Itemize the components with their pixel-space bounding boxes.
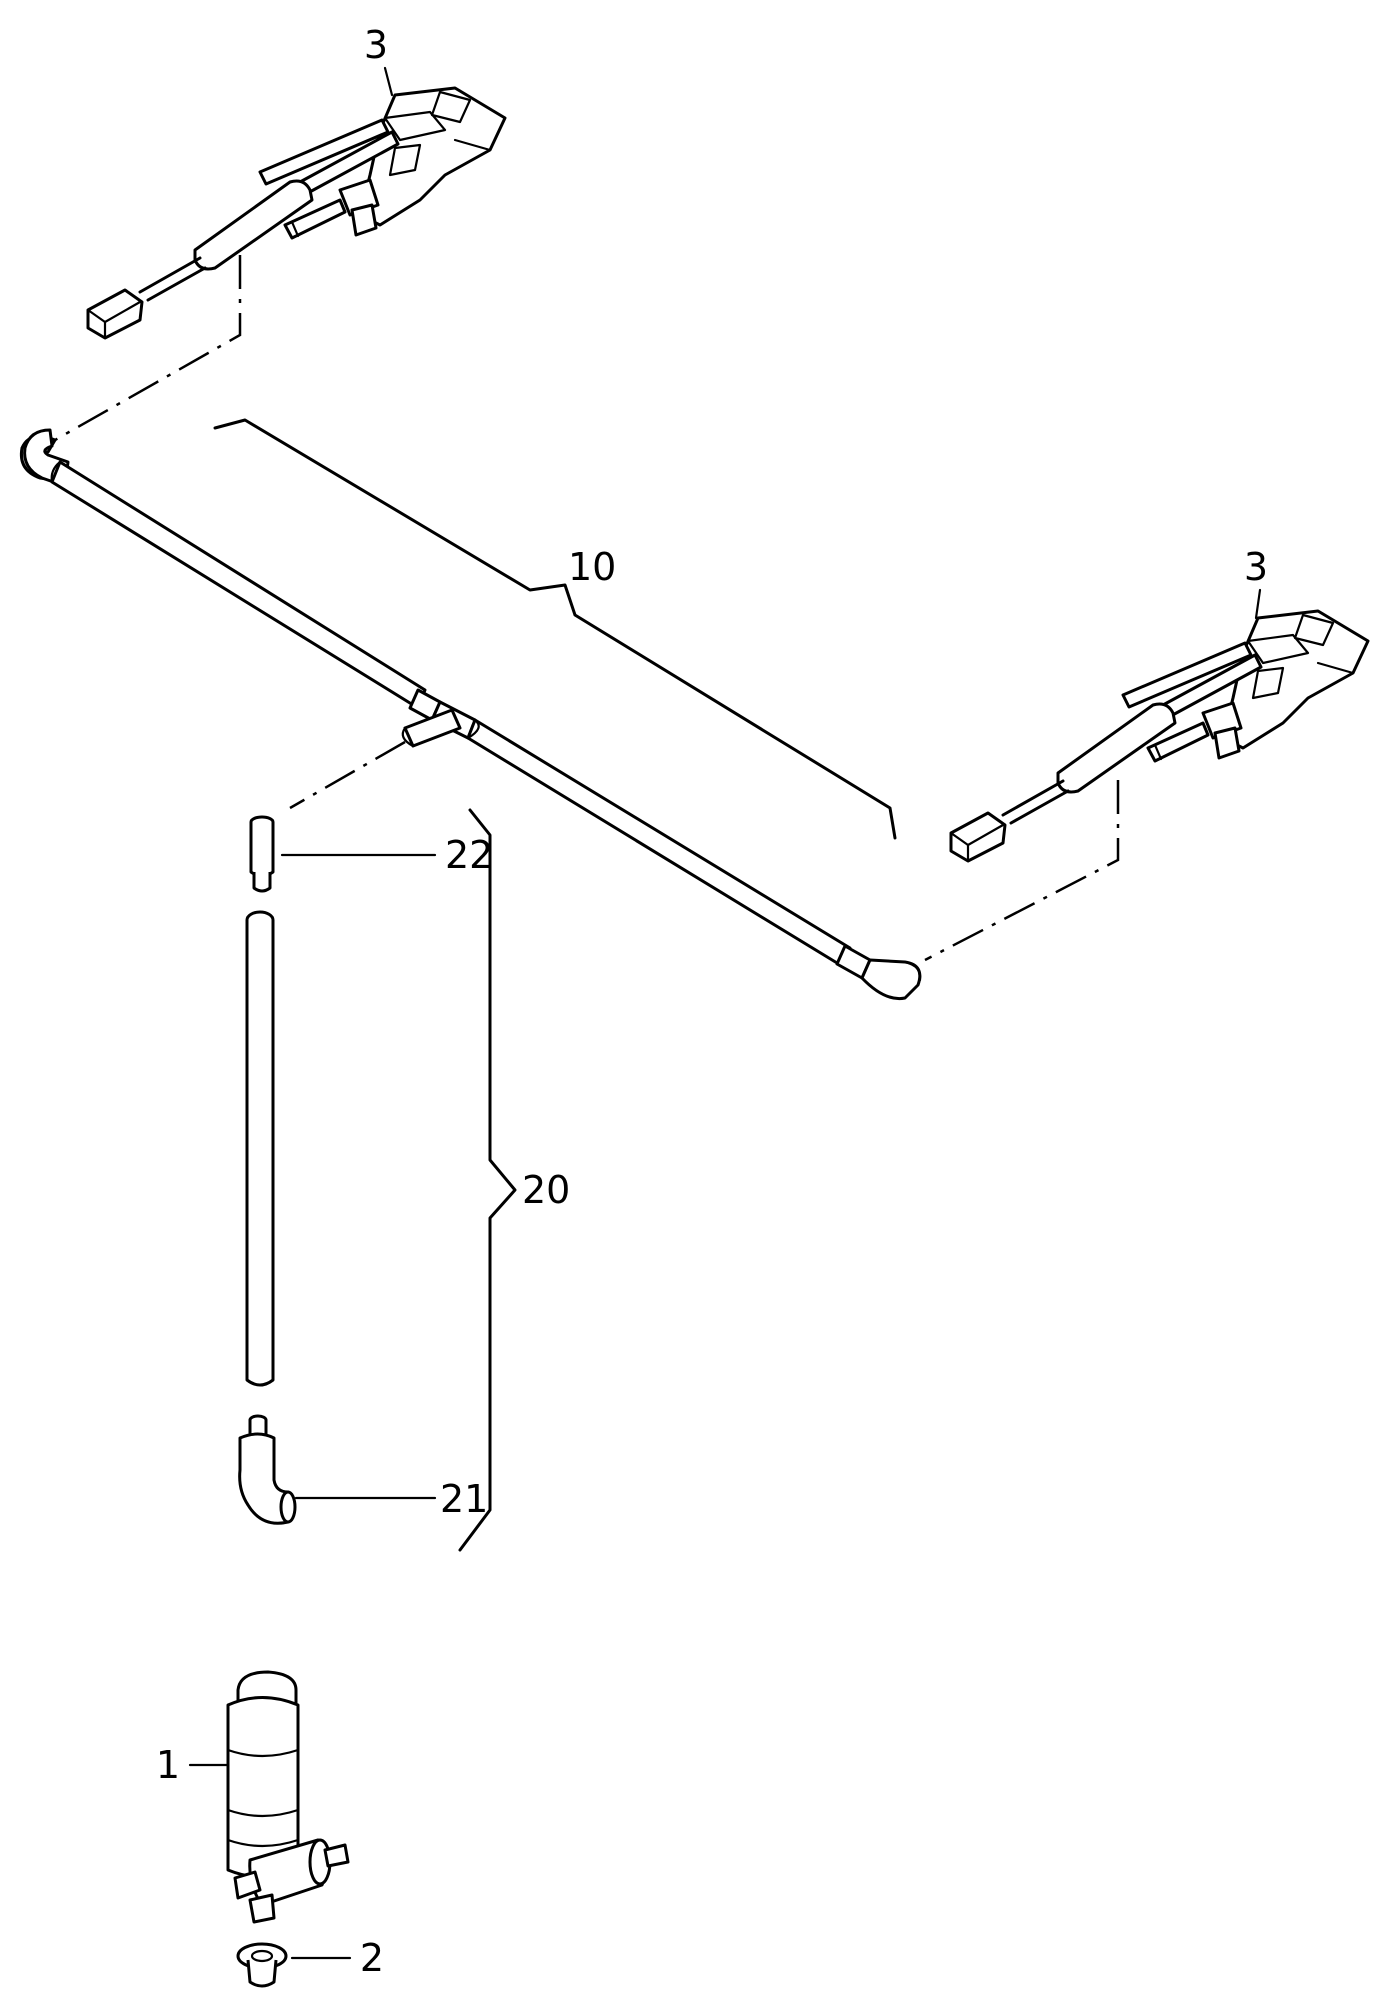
dashed-link-right [924, 780, 1120, 962]
washer-nozzle-left[interactable] [86, 86, 507, 340]
label-20: 20 [522, 1168, 570, 1212]
label-1: 1 [156, 1743, 180, 1787]
washer-pump[interactable] [226, 1670, 350, 1924]
elbow-21[interactable] [238, 1414, 297, 1525]
label-3-right: 3 [1244, 545, 1268, 589]
leader-3-right [1254, 588, 1262, 620]
bracket-10 [213, 418, 897, 840]
connector-22[interactable] [249, 815, 275, 893]
label-3-left: 3 [364, 23, 388, 67]
hose-pipe[interactable] [245, 910, 275, 1387]
grommet-2[interactable] [236, 1942, 288, 1988]
hose-assembly[interactable] [19, 428, 922, 1001]
leader-3-left [383, 66, 394, 97]
bracket-20 [458, 808, 517, 1552]
label-10: 10 [568, 545, 616, 589]
label-2: 2 [360, 1936, 384, 1980]
label-22: 22 [445, 833, 493, 877]
dashed-link-tee [289, 740, 406, 810]
label-21: 21 [440, 1477, 488, 1521]
dashed-link-left [54, 255, 242, 442]
washer-nozzle-right[interactable] [949, 609, 1370, 863]
